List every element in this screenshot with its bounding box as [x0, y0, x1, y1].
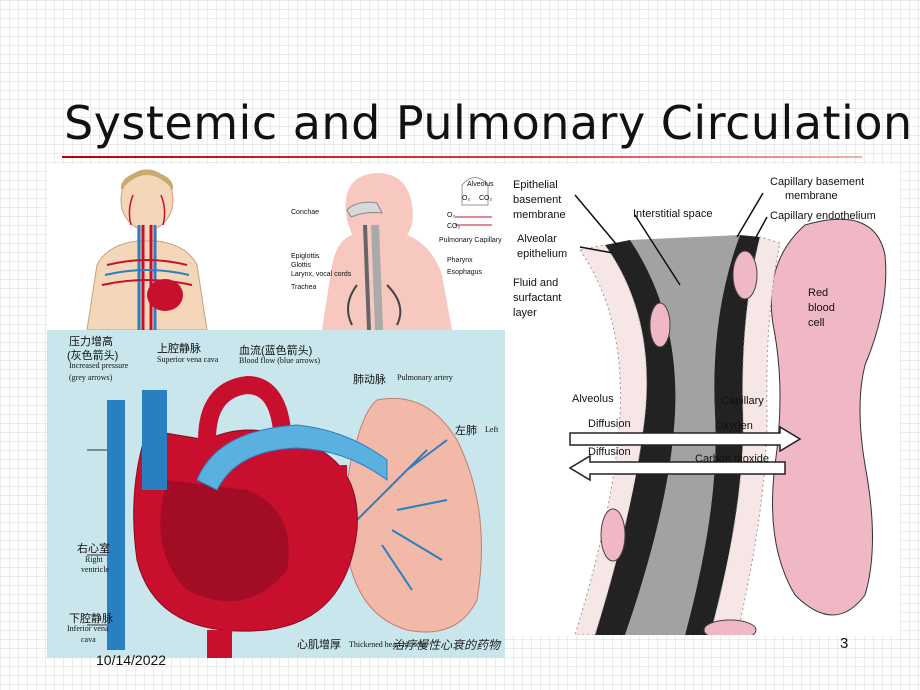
alveolus-side-label: Alveolus [572, 393, 614, 405]
conchae-label: Conchae [291, 209, 320, 216]
o2-left-label: O₂ [447, 212, 456, 219]
footer-date: 10/14/2022 [96, 652, 167, 668]
svc-cn-label: 上腔静脉 [157, 343, 201, 355]
pa-cn-label: 肺动脉 [353, 374, 386, 386]
red-label: Red [808, 287, 829, 299]
flow-cn-label: 血流(蓝色箭头) [239, 345, 313, 357]
co2-left-label: CO₂ [447, 223, 461, 230]
capillary-side-label: Capillary [721, 395, 764, 407]
body-circulation-figure [47, 165, 247, 330]
respiratory-tract-diagram: Alveolus O₂ CO₂ O₂ CO₂ Conchae Pulmonary… [247, 165, 505, 330]
o2-top-label: O₂ [462, 195, 471, 202]
alveolar-label: Alveolar [517, 233, 557, 245]
lung-cn-label: 左肺 [455, 425, 477, 437]
lung-en-label: Left [485, 425, 499, 434]
rv-en-label: Right [85, 555, 103, 564]
rv-en2-label: ventricle [81, 565, 109, 574]
ivc-en-label: Inferior vena [67, 624, 109, 633]
pulmonary-capillary-label: Pulmonary Capillary [439, 237, 502, 244]
cap-endothelium-label: Capillary endothelium [770, 210, 876, 222]
title-underline [62, 156, 862, 158]
slide-title: Systemic and Pulmonary Circulation [64, 96, 913, 150]
page-number: 3 [840, 635, 849, 652]
glottis-label: Glottis [291, 262, 311, 269]
heart-pulmonary-diagram: 压力增高 (灰色箭头) Increased pressure (grey arr… [47, 330, 505, 658]
ivc-en2-label: cava [81, 635, 96, 644]
basement-label: basement [513, 194, 562, 206]
cell-label: cell [808, 317, 825, 329]
epithelial-label: Epithelial [513, 179, 558, 191]
blood-label: blood [808, 302, 835, 314]
pressure-cn2-label: (灰色箭头) [67, 350, 119, 362]
epiglottis-label: Epiglottis [291, 253, 320, 260]
flow-en-label: Blood flow (blue arrows) [239, 356, 321, 365]
thick-cn-label: 心肌增厚 [297, 639, 341, 651]
cap-basement-label: Capillary basement [770, 176, 865, 188]
membrane-label: membrane [513, 209, 566, 221]
pa-en-label: Pulmonary artery [397, 373, 453, 382]
oxygen-label: Oxygen [715, 420, 753, 432]
trachea-label: Trachea [291, 284, 317, 291]
carbon-dioxide-label: Carbon dioxide [695, 453, 769, 465]
interstitial-label: Interstitial space [633, 208, 713, 220]
cap-membrane-label: membrane [785, 190, 838, 202]
layer-label: layer [513, 307, 537, 319]
ivc-cn-label: 下腔静脉 [69, 613, 113, 625]
thick-en-label: Thickened heart muscle [349, 640, 426, 649]
epithelium-label: epithelium [517, 248, 568, 260]
larynx-label: Larynx, vocal cords [291, 271, 352, 278]
alveolar-diffusion-diagram: Epithelial basement membrane Interstitia… [505, 165, 900, 635]
pressure-en2-label: (grey arrows) [69, 373, 113, 382]
surfactant-label: surfactant [513, 292, 562, 304]
footer-note: 治疗慢性心衰的药物 [392, 638, 501, 652]
rv-cn-label: 右心室 [77, 543, 110, 555]
diffusion-oxygen-label: Diffusion [588, 418, 631, 430]
co2-top-label: CO₂ [479, 195, 493, 202]
pressure-en-label: Increased pressure [69, 361, 129, 370]
diffusion-co2-label: Diffusion [588, 446, 631, 458]
svc-en-label: Superior vena cava [157, 355, 219, 364]
esophagus-label: Esophagus [447, 269, 483, 276]
fluid-label: Fluid and [513, 277, 559, 289]
pharynx-label: Pharynx [447, 257, 473, 264]
alveolus-label: Alveolus [467, 181, 494, 188]
pressure-cn-label: 压力增高 [69, 336, 113, 348]
